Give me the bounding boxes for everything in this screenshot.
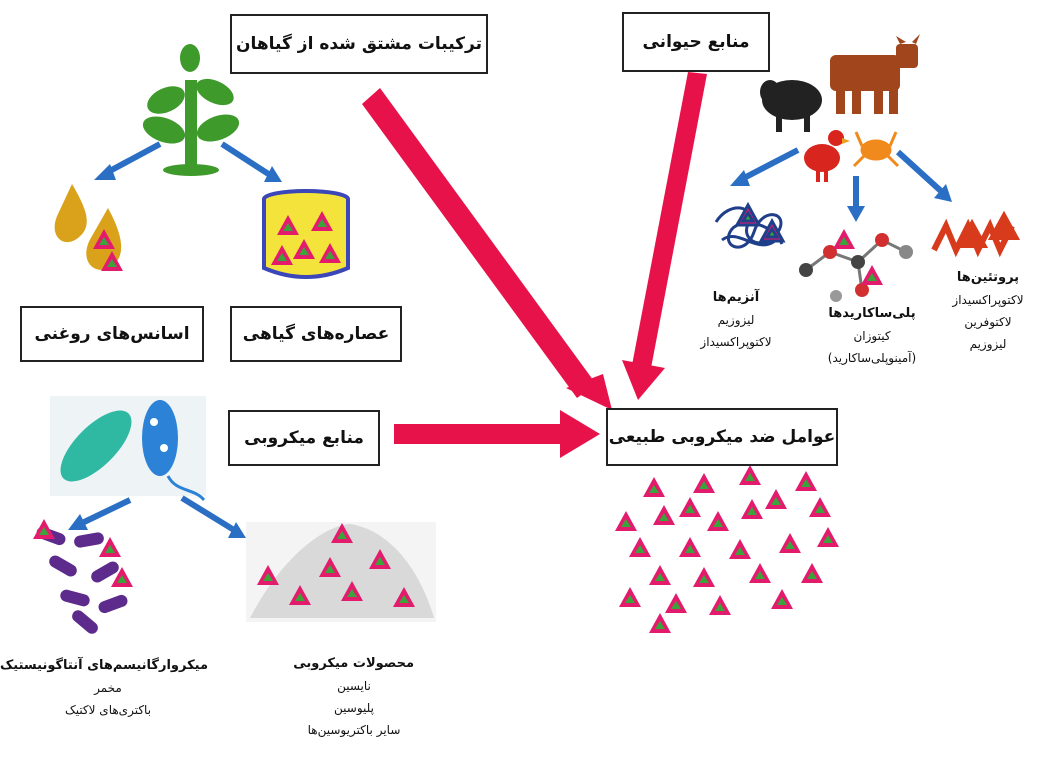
oil-drops-icon [54, 184, 123, 271]
plant-extracts-box: عصاره‌های گیاهی [230, 306, 402, 362]
proteins-label: پروتئین‌ها لاکتوپراکسیداز لاکتوفرین لیزو… [940, 270, 1036, 359]
plant-compounds-box: ترکیبات مشتق شده از گیاهان [230, 14, 488, 74]
antagonistic-microorganisms-item: باکتری‌های لاکتیک [64, 703, 152, 717]
animal-sources-box: منابع حیوانی [622, 12, 770, 72]
rods-icon [33, 519, 133, 634]
natural-antimicrobials-box: عوامل ضد میکروبی طبیعی [606, 408, 838, 466]
big-arrow-microbes [394, 410, 600, 458]
proteins-item: لیزوزیم [969, 337, 1007, 351]
polysaccharides-title: پلی‌ساکاریدها [828, 306, 916, 321]
animal-small-arrows [730, 147, 952, 222]
polysaccharides-item: (آمینوپلی‌ساکارید) [827, 351, 917, 365]
enzymes-item: لاکتوپراکسیداز [700, 335, 772, 349]
microbial-products-item: پلیوسین [334, 701, 374, 715]
enzyme-icon [714, 203, 785, 249]
polysaccharides-label: پلی‌ساکاریدها کیتوزان (آمینوپلی‌ساکارید) [810, 306, 934, 373]
crab-icon [852, 131, 900, 168]
microbial-products-label: محصولات میکروبی نایسین پلیوسین سایر باکت… [293, 656, 414, 745]
cow-icon [830, 34, 920, 114]
antagonistic-microorganisms-label: میکروارگانیسم‌های آنتاگونیستیک مخمر باکت… [0, 658, 208, 725]
big-arrow-animals [622, 72, 707, 400]
antagonistic-microorganisms-item: مخمر [94, 681, 122, 695]
chitosan-icon [799, 229, 913, 302]
proteins-item: لاکتوفرین [964, 315, 1012, 329]
triangles-icon [615, 465, 839, 633]
enzymes-title: آنزیم‌ها [712, 290, 760, 305]
polysaccharides-item: کیتوزان [853, 329, 891, 343]
antagonistic-microorganisms-title: میکروارگانیسم‌های آنتاگونیستیک [0, 658, 208, 673]
microbial-products-item: سایر باکتریوسین‌ها [307, 723, 401, 737]
hen-icon [804, 130, 850, 182]
beaker-icon [262, 189, 350, 279]
protein-helix-icon [931, 217, 1015, 258]
essential-oils-box: اسانس‌های روغنی [20, 306, 204, 362]
sheep-icon [760, 80, 822, 132]
microbe-small-arrows [68, 495, 246, 538]
big-arrow-plants [362, 88, 612, 410]
microbial-products-item: نایسین [337, 679, 371, 693]
enzymes-label: آنزیم‌ها لیزوزیم لاکتوپراکسیداز [686, 290, 786, 357]
proteins-item: لاکتوپراکسیداز [952, 293, 1024, 307]
bacteria-icon [50, 396, 206, 502]
enzymes-item: لیزوزیم [717, 313, 755, 327]
proteins-title: پروتئین‌ها [956, 270, 1020, 285]
microbial-products-title: محصولات میکروبی [293, 656, 414, 671]
plant-icon [142, 44, 240, 176]
powder-icon [246, 522, 436, 622]
plant-small-arrows [94, 141, 282, 182]
microbial-sources-box: منابع میکروبی [228, 410, 380, 466]
